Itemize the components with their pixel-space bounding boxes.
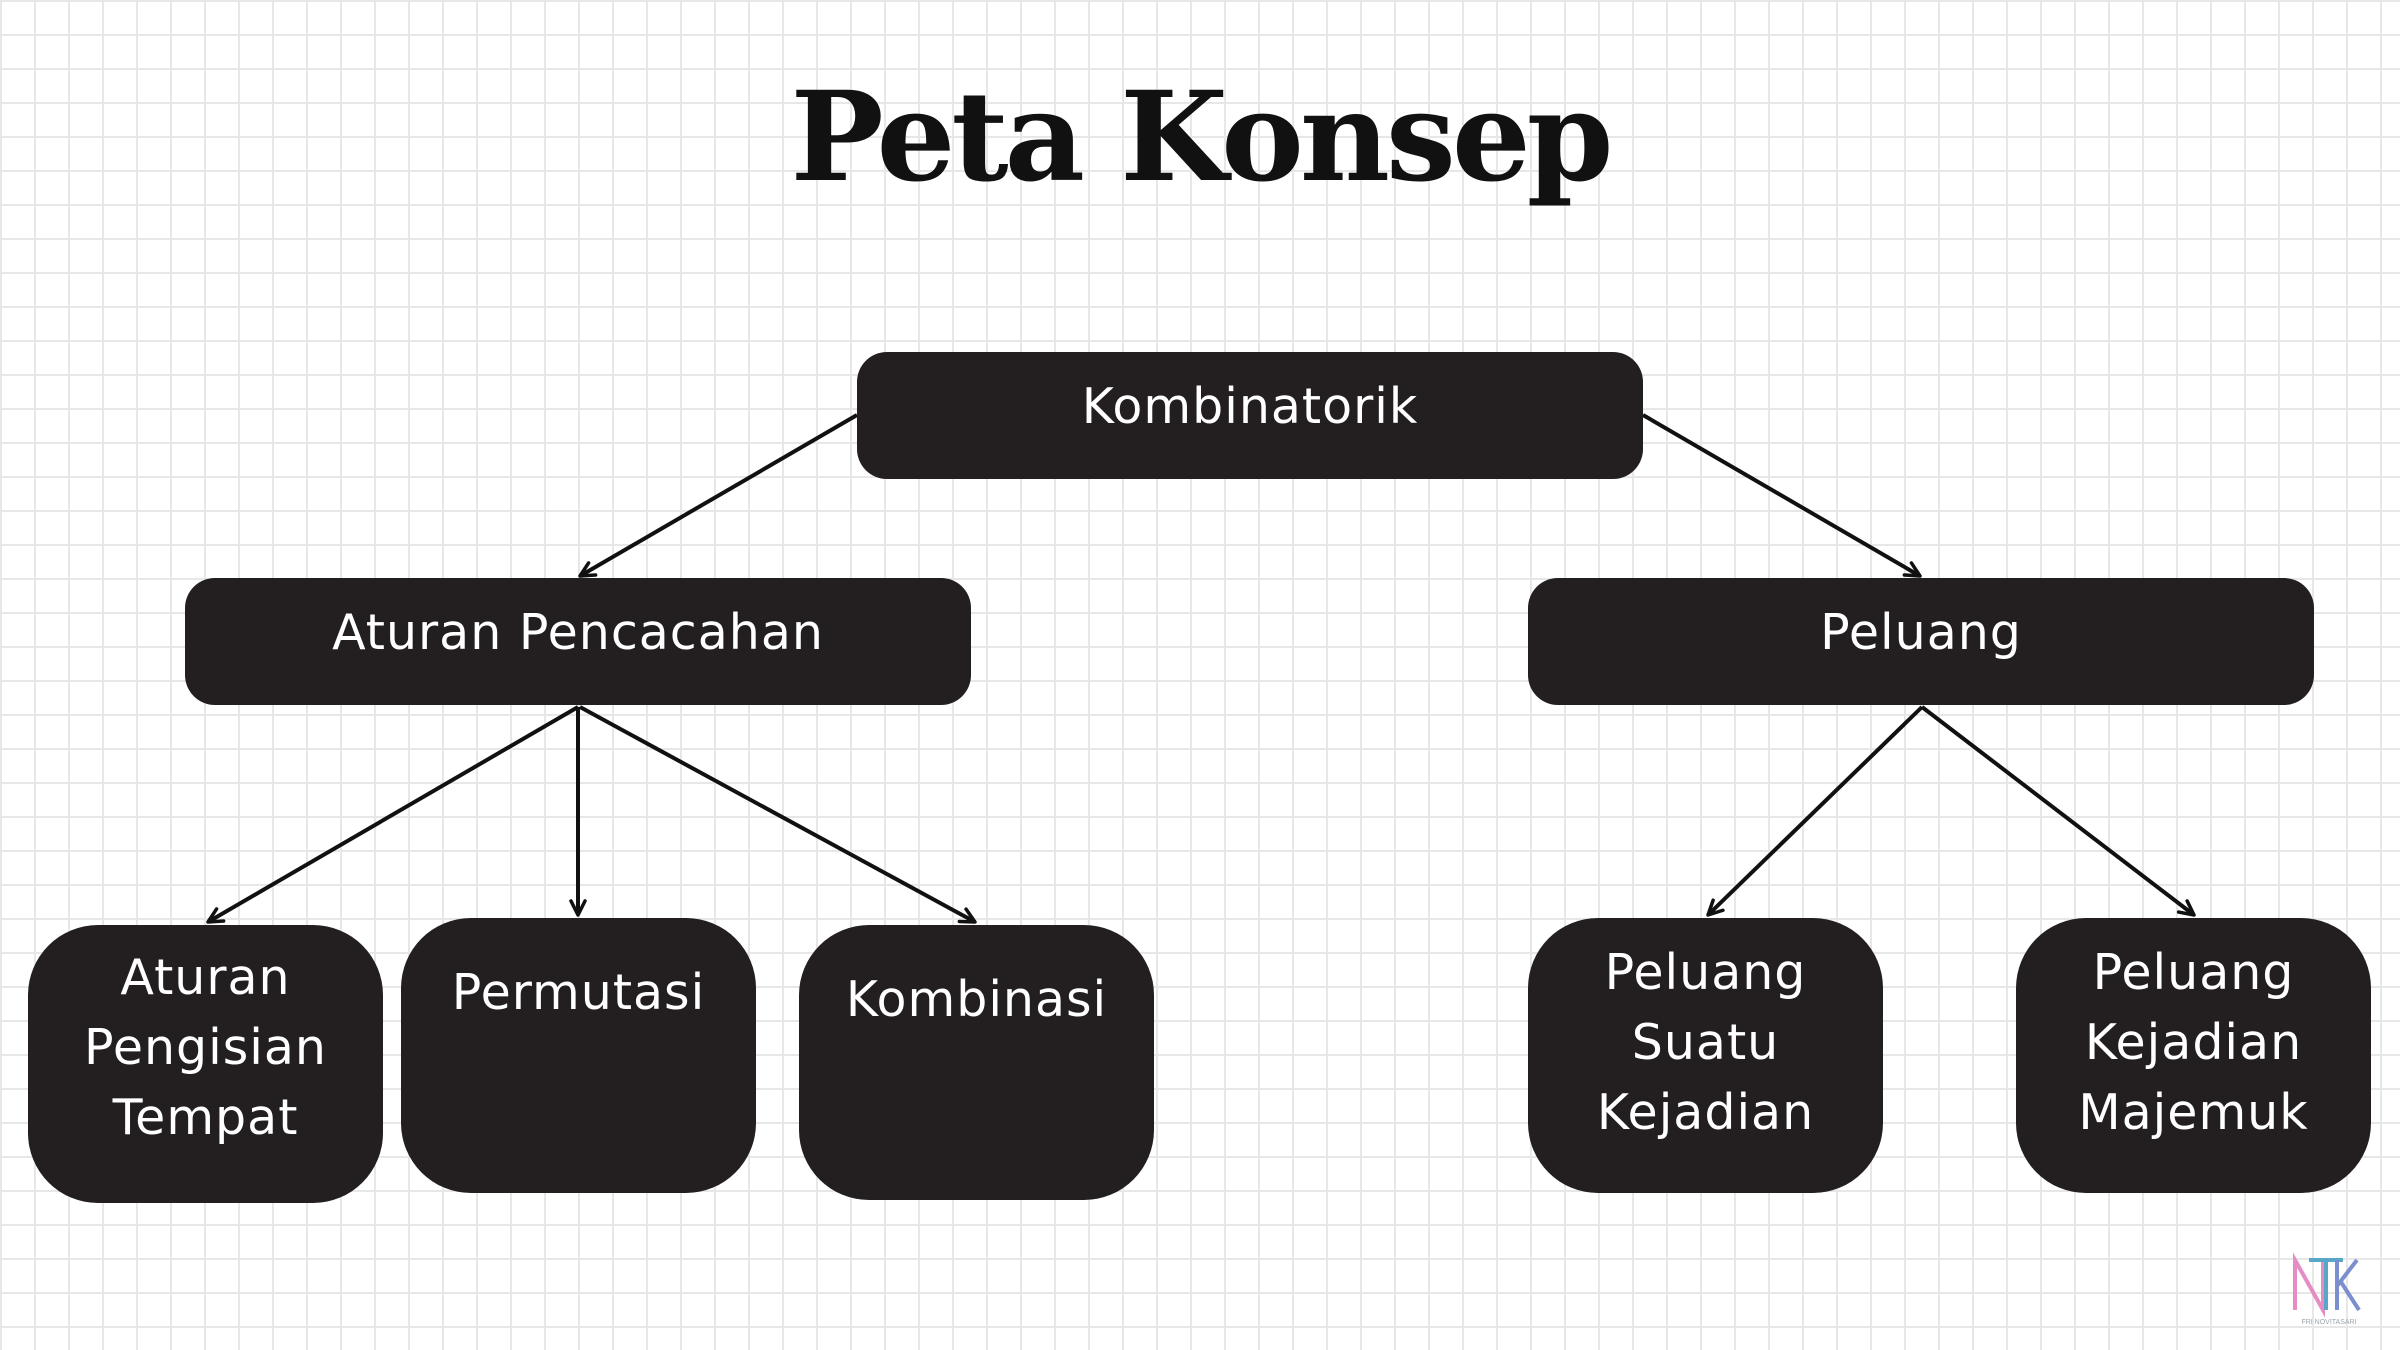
logo-caption: FRI NOVITASARI	[2301, 1319, 2356, 1326]
node-aturan-pencacahan: Aturan Pencacahan	[185, 578, 971, 705]
arrow-aturan-pencacahan-to-aturan-pengisian-tempat	[206, 705, 580, 924]
node-peluang-suatu-kejadian: Peluang Suatu Kejadian	[1528, 918, 1883, 1193]
arrow-peluang-to-peluang-kejadian-majemuk	[1920, 705, 2196, 917]
author-logo: FRI NOVITASARI	[2285, 1248, 2375, 1328]
node-kombinasi: Kombinasi	[799, 925, 1154, 1200]
arrow-aturan-pencacahan-to-kombinasi	[579, 705, 977, 924]
page-title: Peta Konsep	[790, 65, 1614, 210]
node-peluang-kejadian-majemuk: Peluang Kejadian Majemuk	[2016, 918, 2371, 1193]
arrow-peluang-to-peluang-suatu-kejadian	[1706, 705, 1924, 917]
node-peluang: Peluang	[1528, 578, 2314, 705]
arrow-kombinatorik-to-aturan-pencacahan	[578, 413, 859, 578]
node-aturan-pengisian-tempat: Aturan Pengisian Tempat	[28, 925, 383, 1203]
arrow-kombinatorik-to-peluang	[1641, 413, 1922, 578]
node-kombinatorik: Kombinatorik	[857, 352, 1643, 479]
node-permutasi: Permutasi	[401, 918, 756, 1193]
